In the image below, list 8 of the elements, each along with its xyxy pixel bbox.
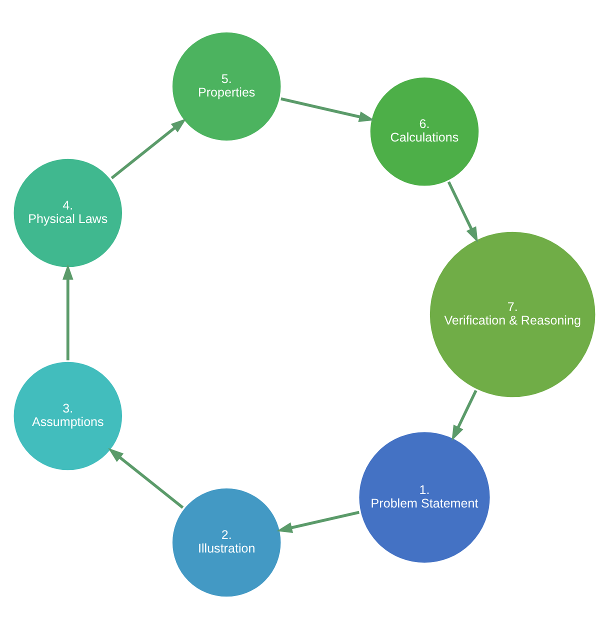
arrow [110, 118, 186, 179]
arrow [447, 180, 478, 242]
node-circle: 2. Illustration [170, 485, 284, 600]
arrow [62, 264, 74, 360]
arrow [108, 448, 184, 508]
arrow [276, 510, 360, 532]
arrow [452, 389, 478, 440]
arrow [280, 96, 375, 122]
